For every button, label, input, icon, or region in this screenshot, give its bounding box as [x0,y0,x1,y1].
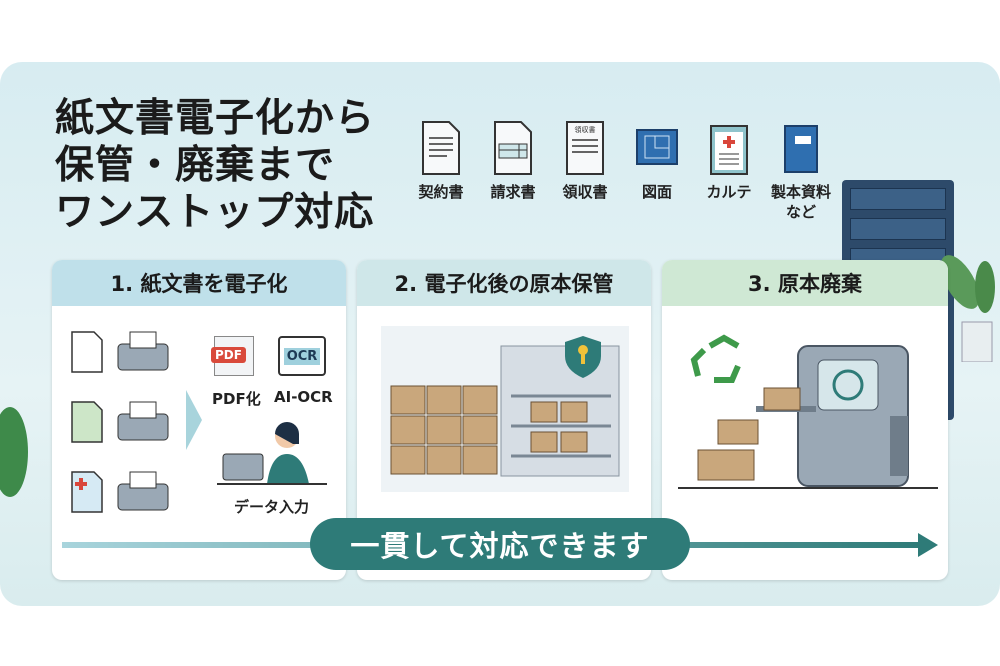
arrow-head-icon [918,533,938,557]
doc-type-chart: カルテ [693,120,765,222]
book-icon [784,125,818,173]
step-card-digitize: 1. 紙文書を電子化 PDF OCR PDF化 AI-OCR データ入力 [52,260,346,580]
doc-type-drawing: 図面 [621,120,693,222]
page-title: 紙文書電子化から 保管・廃棄まで ワンストップ対応 [55,95,375,236]
step-card-storage: 2. 電子化後の原本保管 [357,260,651,580]
doc-type-invoice: 請求書 [477,120,549,222]
title-line: 紙文書電子化から [55,96,376,141]
doc-type-bound: 製本資料など [765,120,837,222]
invoice-icon [494,121,532,175]
arrow-right-icon [186,390,202,450]
recycle-icon [690,334,741,383]
doc-type-label: 図面 [641,183,672,201]
ocr-scan-icon: OCR [278,336,326,376]
receipt-icon: 領収書 [566,121,604,175]
contract-icon [422,121,460,175]
left-plant-icon [0,407,28,497]
doc-type-receipt: 領収書 領収書 [549,120,621,222]
warehouse-boxes-illustration [381,326,629,492]
doc-type-label: 契約書 [418,183,464,201]
shredder-illustration [678,334,938,489]
person-at-laptop-illustration [217,422,327,485]
step-title: 2. 電子化後の原本保管 [357,260,651,306]
data-entry-label: データ入力 [234,498,310,516]
step-title: 1. 紙文書を電子化 [52,260,346,306]
doc-type-label: 請求書 [490,183,536,201]
step-card-disposal: 3. 原本廃棄 [662,260,948,580]
ocr-badge: OCR [283,347,321,365]
pdf-badge: PDF [211,347,246,363]
blueprint-icon [636,129,678,165]
receipt-icon-text: 領収書 [575,125,596,134]
title-line: 保管・廃棄まで [55,143,336,188]
ai-ocr-label: AI-OCR [274,388,333,406]
doc-type-label: 製本資料など [771,183,832,221]
pdf-label: PDF化 [212,390,261,408]
scan-documents-illustration [71,331,169,513]
doc-type-contract: 契約書 [405,120,477,222]
doc-type-label: カルテ [706,183,752,201]
one-stop-banner: 一貫して対応できます [310,518,690,570]
title-line: ワンストップ対応 [55,190,375,235]
clipboard-icon [710,125,748,175]
doc-type-label: 領収書 [562,183,608,201]
pdf-file-icon: PDF [211,336,254,376]
step-title: 3. 原本廃棄 [662,260,948,306]
document-types: 契約書 請求書 領収書 領収書 図面 カルテ 製本資料など [405,120,837,222]
plant-icon [940,255,995,362]
